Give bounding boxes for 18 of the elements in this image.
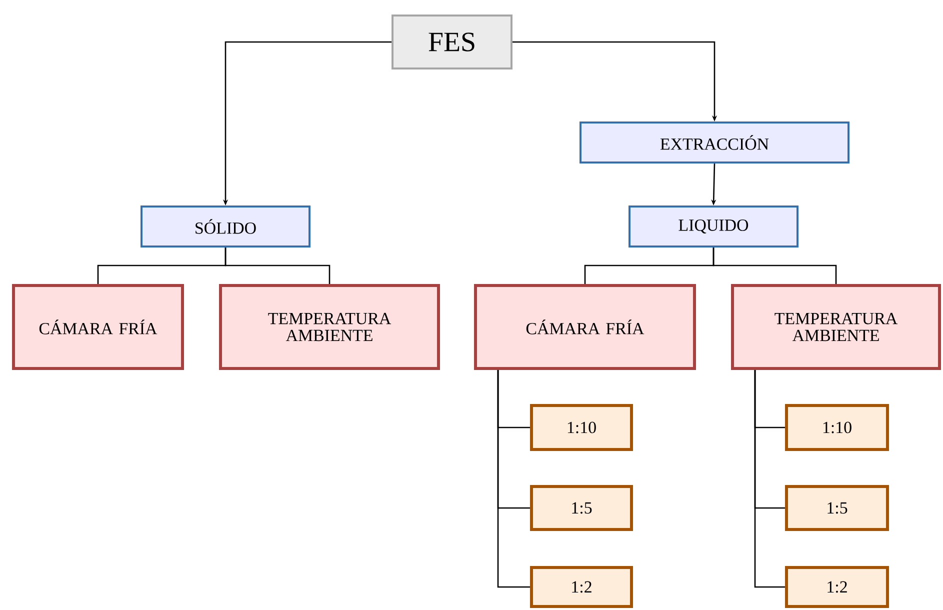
connector bbox=[712, 248, 837, 284]
root-box: FES bbox=[392, 14, 512, 70]
connector bbox=[224, 248, 330, 284]
condition-box: CÁMARA FRÍA bbox=[12, 284, 184, 370]
condition-box: CÁMARA FRÍA bbox=[474, 284, 696, 370]
condition-box: TEMPERATURA AMBIENTE bbox=[731, 284, 941, 370]
connector bbox=[497, 370, 530, 588]
category-box: LIQUIDO bbox=[628, 206, 798, 248]
ratio-box: 1:5 bbox=[785, 485, 889, 531]
ratio-box: 1:10 bbox=[530, 404, 633, 451]
process-box: EXTRACCIÓN bbox=[580, 122, 850, 164]
condition-box: TEMPERATURA AMBIENTE bbox=[219, 284, 440, 370]
ratio-box: 1:2 bbox=[785, 566, 889, 608]
connector bbox=[754, 370, 785, 588]
category-box: SÓLIDO bbox=[140, 206, 310, 248]
ratio-box: 1:5 bbox=[530, 485, 633, 531]
ratio-box: 1:10 bbox=[785, 404, 889, 451]
ratio-box: 1:2 bbox=[530, 566, 633, 608]
